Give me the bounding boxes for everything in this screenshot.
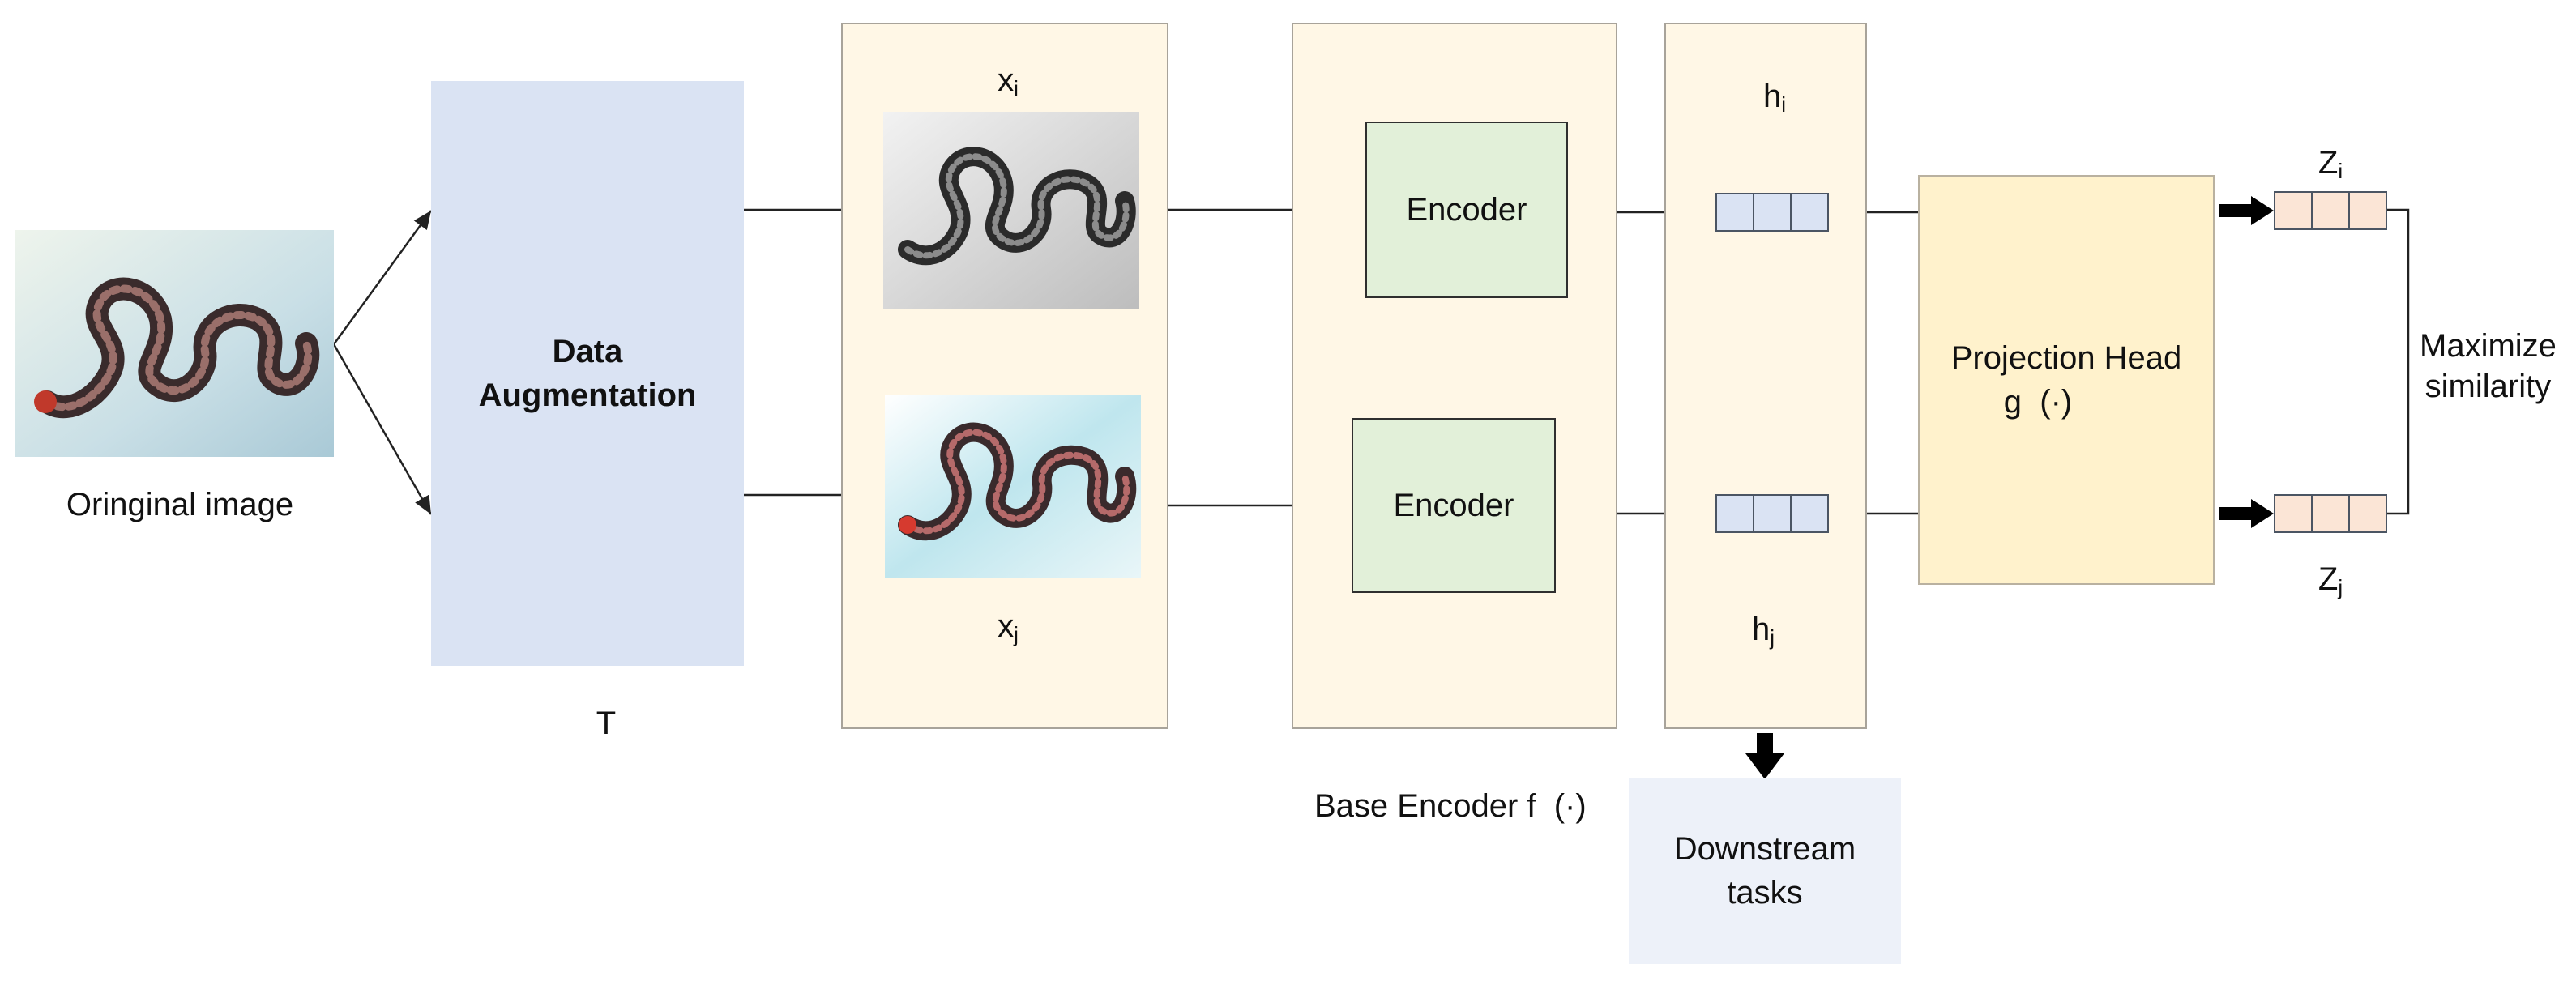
thick-arrow-zi — [2219, 196, 2274, 225]
zi-base: Z — [2318, 145, 2339, 181]
arrow-to-augmentation-bottom — [332, 343, 433, 515]
augmentation-line1: Data — [552, 334, 623, 369]
xi-sub: i — [1014, 76, 1019, 100]
objective-line1: Maximize — [2420, 328, 2557, 364]
encoder-top: Encoder — [1365, 122, 1568, 298]
hi-base: h — [1762, 79, 1782, 114]
hj-sub: j — [1770, 625, 1775, 650]
view-xi-label: xi — [998, 60, 1019, 102]
snake-grayscale-icon — [883, 112, 1139, 309]
augmentation-symbol: T — [596, 706, 617, 741]
zi-vector — [2274, 191, 2387, 230]
zj-sub: j — [2338, 575, 2343, 599]
hj-vector — [1715, 494, 1829, 533]
base-encoder-label: Base Encoder f (·) — [1314, 788, 1587, 824]
xj-sub: j — [1014, 622, 1019, 646]
similarity-bracket — [2387, 208, 2410, 515]
view-xi-image — [883, 112, 1139, 309]
hj-base: h — [1751, 612, 1771, 647]
view-xj-image — [885, 395, 1141, 578]
original-image-caption: Oringinal image — [66, 487, 294, 522]
projection-line2: g (·) — [2003, 384, 2073, 420]
projection-line1: Projection Head — [1950, 340, 2182, 376]
projection-head-box: Projection Head g (·) — [1918, 175, 2215, 585]
hi-vector — [1715, 193, 1829, 232]
encoder-bottom-label: Encoder — [1393, 487, 1514, 523]
augmentation-line2: Augmentation — [478, 377, 697, 413]
encoder-top-label: Encoder — [1406, 191, 1527, 228]
xi-base: x — [998, 62, 1015, 98]
maximize-similarity-label: Maximize similarity — [2420, 326, 2557, 407]
snake-color-jitter-icon — [885, 395, 1141, 578]
encoder-bottom: Encoder — [1352, 418, 1556, 593]
hi-sub: i — [1781, 92, 1787, 117]
zi-label: Zi — [2318, 143, 2343, 185]
data-augmentation-box: Data Augmentation — [431, 81, 744, 666]
representation-panel — [1664, 23, 1867, 729]
downstream-line2: tasks — [1727, 875, 1803, 911]
zj-vector — [2274, 494, 2387, 533]
arrow-to-augmentation-top — [332, 210, 433, 345]
objective-line2: similarity — [2424, 369, 2552, 404]
view-xj-label: xj — [998, 606, 1019, 648]
zj-label: Zj — [2318, 559, 2343, 601]
downstream-tasks-box: Downstream tasks — [1629, 778, 1901, 964]
thick-arrow-zj — [2219, 499, 2274, 528]
snake-photo-icon — [15, 230, 334, 457]
downstream-line1: Downstream — [1673, 831, 1856, 867]
zi-sub: i — [2338, 159, 2343, 183]
thick-arrow-downstream — [1745, 733, 1784, 779]
hj-label: hj — [1752, 609, 1775, 651]
zj-base: Z — [2318, 561, 2339, 597]
xj-base: x — [998, 608, 1015, 644]
hi-label: hi — [1763, 76, 1786, 118]
original-image — [15, 230, 334, 457]
